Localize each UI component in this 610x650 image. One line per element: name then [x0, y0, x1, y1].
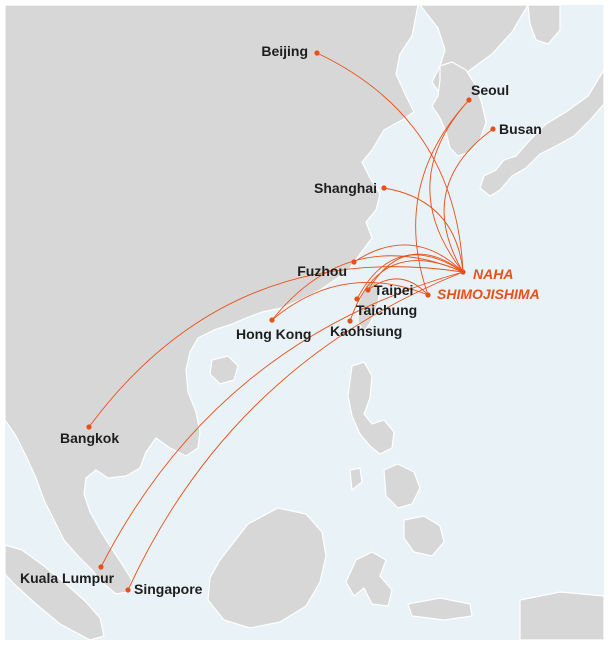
beijing-dot — [314, 50, 320, 56]
taipei-dot — [365, 287, 371, 293]
beijing-label: Beijing — [261, 43, 308, 59]
bangkok-label: Bangkok — [60, 430, 119, 446]
naha-label: NAHA — [473, 266, 513, 282]
route-naha-seoul — [429, 99, 470, 273]
route-naha-busan — [443, 128, 494, 273]
seoul-dot — [466, 97, 472, 103]
landmasses — [5, 5, 604, 640]
kaohsiung-label: Kaohsiung — [330, 323, 402, 339]
route-naha-beijing — [316, 52, 464, 273]
route-naha-bangkok — [88, 266, 464, 428]
route-shimojishima-seoul — [415, 99, 470, 296]
shanghai-dot — [381, 185, 387, 191]
city-dots — [86, 50, 496, 593]
map-svg: BeijingSeoulBusanShanghaiFuzhouTaipeiTai… — [5, 5, 604, 640]
sumatra — [5, 544, 105, 640]
fuzhou-label: Fuzhou — [297, 263, 347, 279]
busan-dot — [490, 126, 496, 132]
kaohsiung-dot — [347, 318, 353, 324]
taipei-label: Taipei — [374, 282, 413, 298]
route-lines — [88, 52, 494, 591]
hongkong-label: Hong Kong — [236, 326, 311, 342]
naha-dot — [460, 269, 466, 275]
kualalumpur-dot — [98, 564, 104, 570]
seoul-label: Seoul — [471, 82, 509, 98]
route-naha-singapore — [127, 271, 464, 591]
route-naha-fuzhou — [353, 244, 464, 273]
route-shimojishima-hongkong — [271, 281, 429, 321]
shimojishima-dot — [425, 292, 431, 298]
singapore-dot — [125, 587, 131, 593]
korea — [431, 61, 487, 157]
shimojishima-label: SHIMOJISHIMA — [437, 286, 540, 302]
route-naha-shanghai — [383, 187, 464, 273]
bangkok-dot — [86, 424, 92, 430]
japan — [479, 5, 604, 197]
busan-label: Busan — [499, 121, 542, 137]
route-naha-hongkong — [271, 255, 464, 321]
shanghai-label: Shanghai — [314, 180, 377, 196]
hainan — [209, 355, 239, 385]
route-naha-kualalumpur — [100, 271, 464, 568]
taichung-dot — [354, 296, 360, 302]
taichung-label: Taichung — [356, 302, 417, 318]
city-labels: BeijingSeoulBusanShanghaiFuzhouTaipeiTai… — [20, 43, 542, 597]
fuzhou-dot — [351, 259, 357, 265]
eastern-islands — [345, 551, 604, 640]
route-shimojishima-taipei — [367, 278, 429, 296]
singapore-label: Singapore — [134, 581, 203, 597]
borneo — [207, 507, 327, 629]
philippines — [347, 361, 445, 557]
hongkong-dot — [269, 317, 275, 323]
kualalumpur-label: Kuala Lumpur — [20, 570, 115, 586]
